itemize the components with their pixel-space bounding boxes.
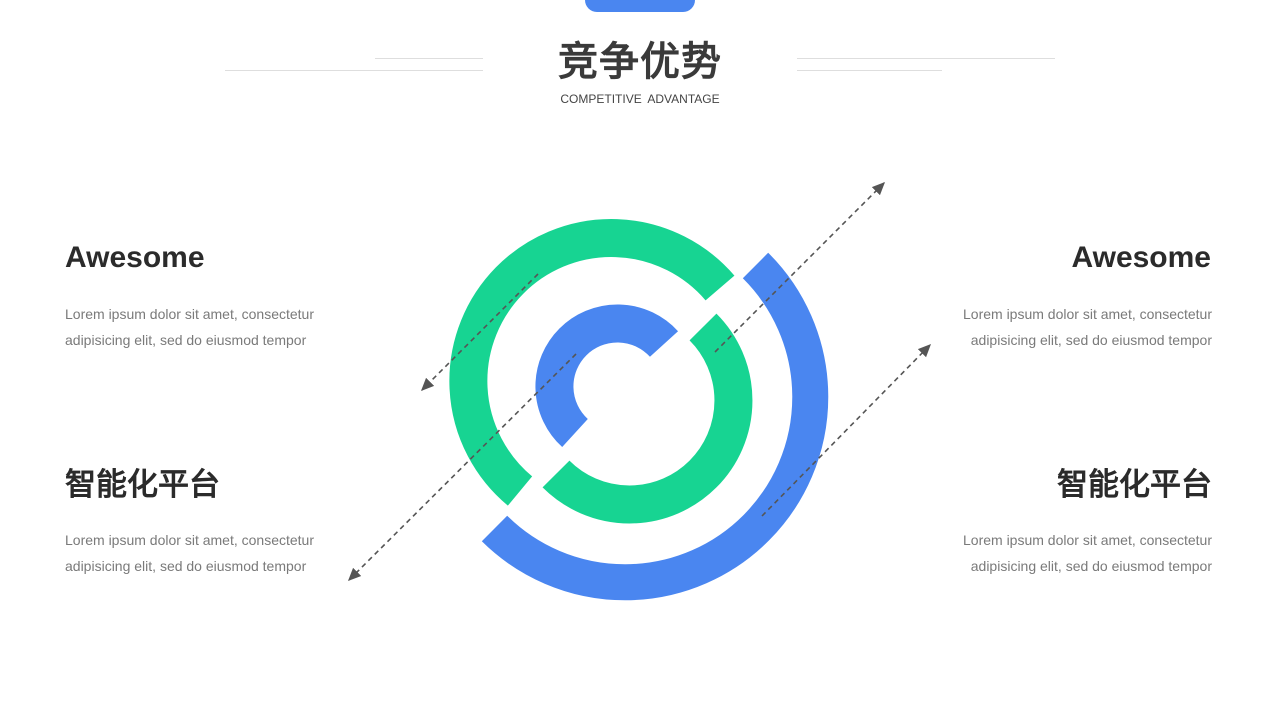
title-line-right-short <box>797 58 1055 59</box>
block-desc-line: adipisicing elit, sed do eiusmod tempor <box>970 558 1212 574</box>
block-desc-line: Lorem ipsum dolor sit amet, consectetur <box>963 306 1212 322</box>
block-desc-bottom-left: Lorem ipsum dolor sit amet, consectetur … <box>65 527 345 579</box>
block-desc-bottom-right: Lorem ipsum dolor sit amet, consectetur … <box>932 527 1212 579</box>
inner-blue-ring <box>535 304 679 448</box>
block-title-bottom-right: 智能化平台 <box>1057 467 1212 503</box>
block-desc-line: adipisicing elit, sed do eiusmod tempor <box>65 332 307 348</box>
title-line-right-long <box>797 70 942 71</box>
arrow-top-left <box>420 273 539 392</box>
outer-blue-ring <box>481 252 829 601</box>
page-subtitle: COMPETITIVE ADVANTAGE <box>560 92 720 106</box>
block-desc-top-right: Lorem ipsum dolor sit amet, consectetur … <box>932 301 1212 353</box>
page-title: 竞争优势 <box>558 39 722 85</box>
block-desc-line: adipisicing elit, sed do eiusmod tempor <box>65 558 307 574</box>
middle-green-ring-outer <box>449 219 735 506</box>
title-line-left-long <box>225 70 483 71</box>
block-desc-line: adipisicing elit, sed do eiusmod tempor <box>970 332 1212 348</box>
top-tab-decoration <box>585 0 695 12</box>
arrow-bottom-right <box>761 343 932 517</box>
block-title-bottom-left: 智能化平台 <box>65 467 220 503</box>
arrow-top-right <box>714 181 886 353</box>
block-desc-top-left: Lorem ipsum dolor sit amet, consectetur … <box>65 301 345 353</box>
block-desc-line: Lorem ipsum dolor sit amet, consectetur <box>963 532 1212 548</box>
block-title-top-left: Awesome <box>65 241 205 274</box>
title-line-left-short <box>375 58 483 59</box>
block-desc-line: Lorem ipsum dolor sit amet, consectetur <box>65 306 314 322</box>
block-desc-line: Lorem ipsum dolor sit amet, consectetur <box>65 532 314 548</box>
block-title-top-right: Awesome <box>1071 241 1211 274</box>
middle-green-ring-inner <box>542 313 753 524</box>
